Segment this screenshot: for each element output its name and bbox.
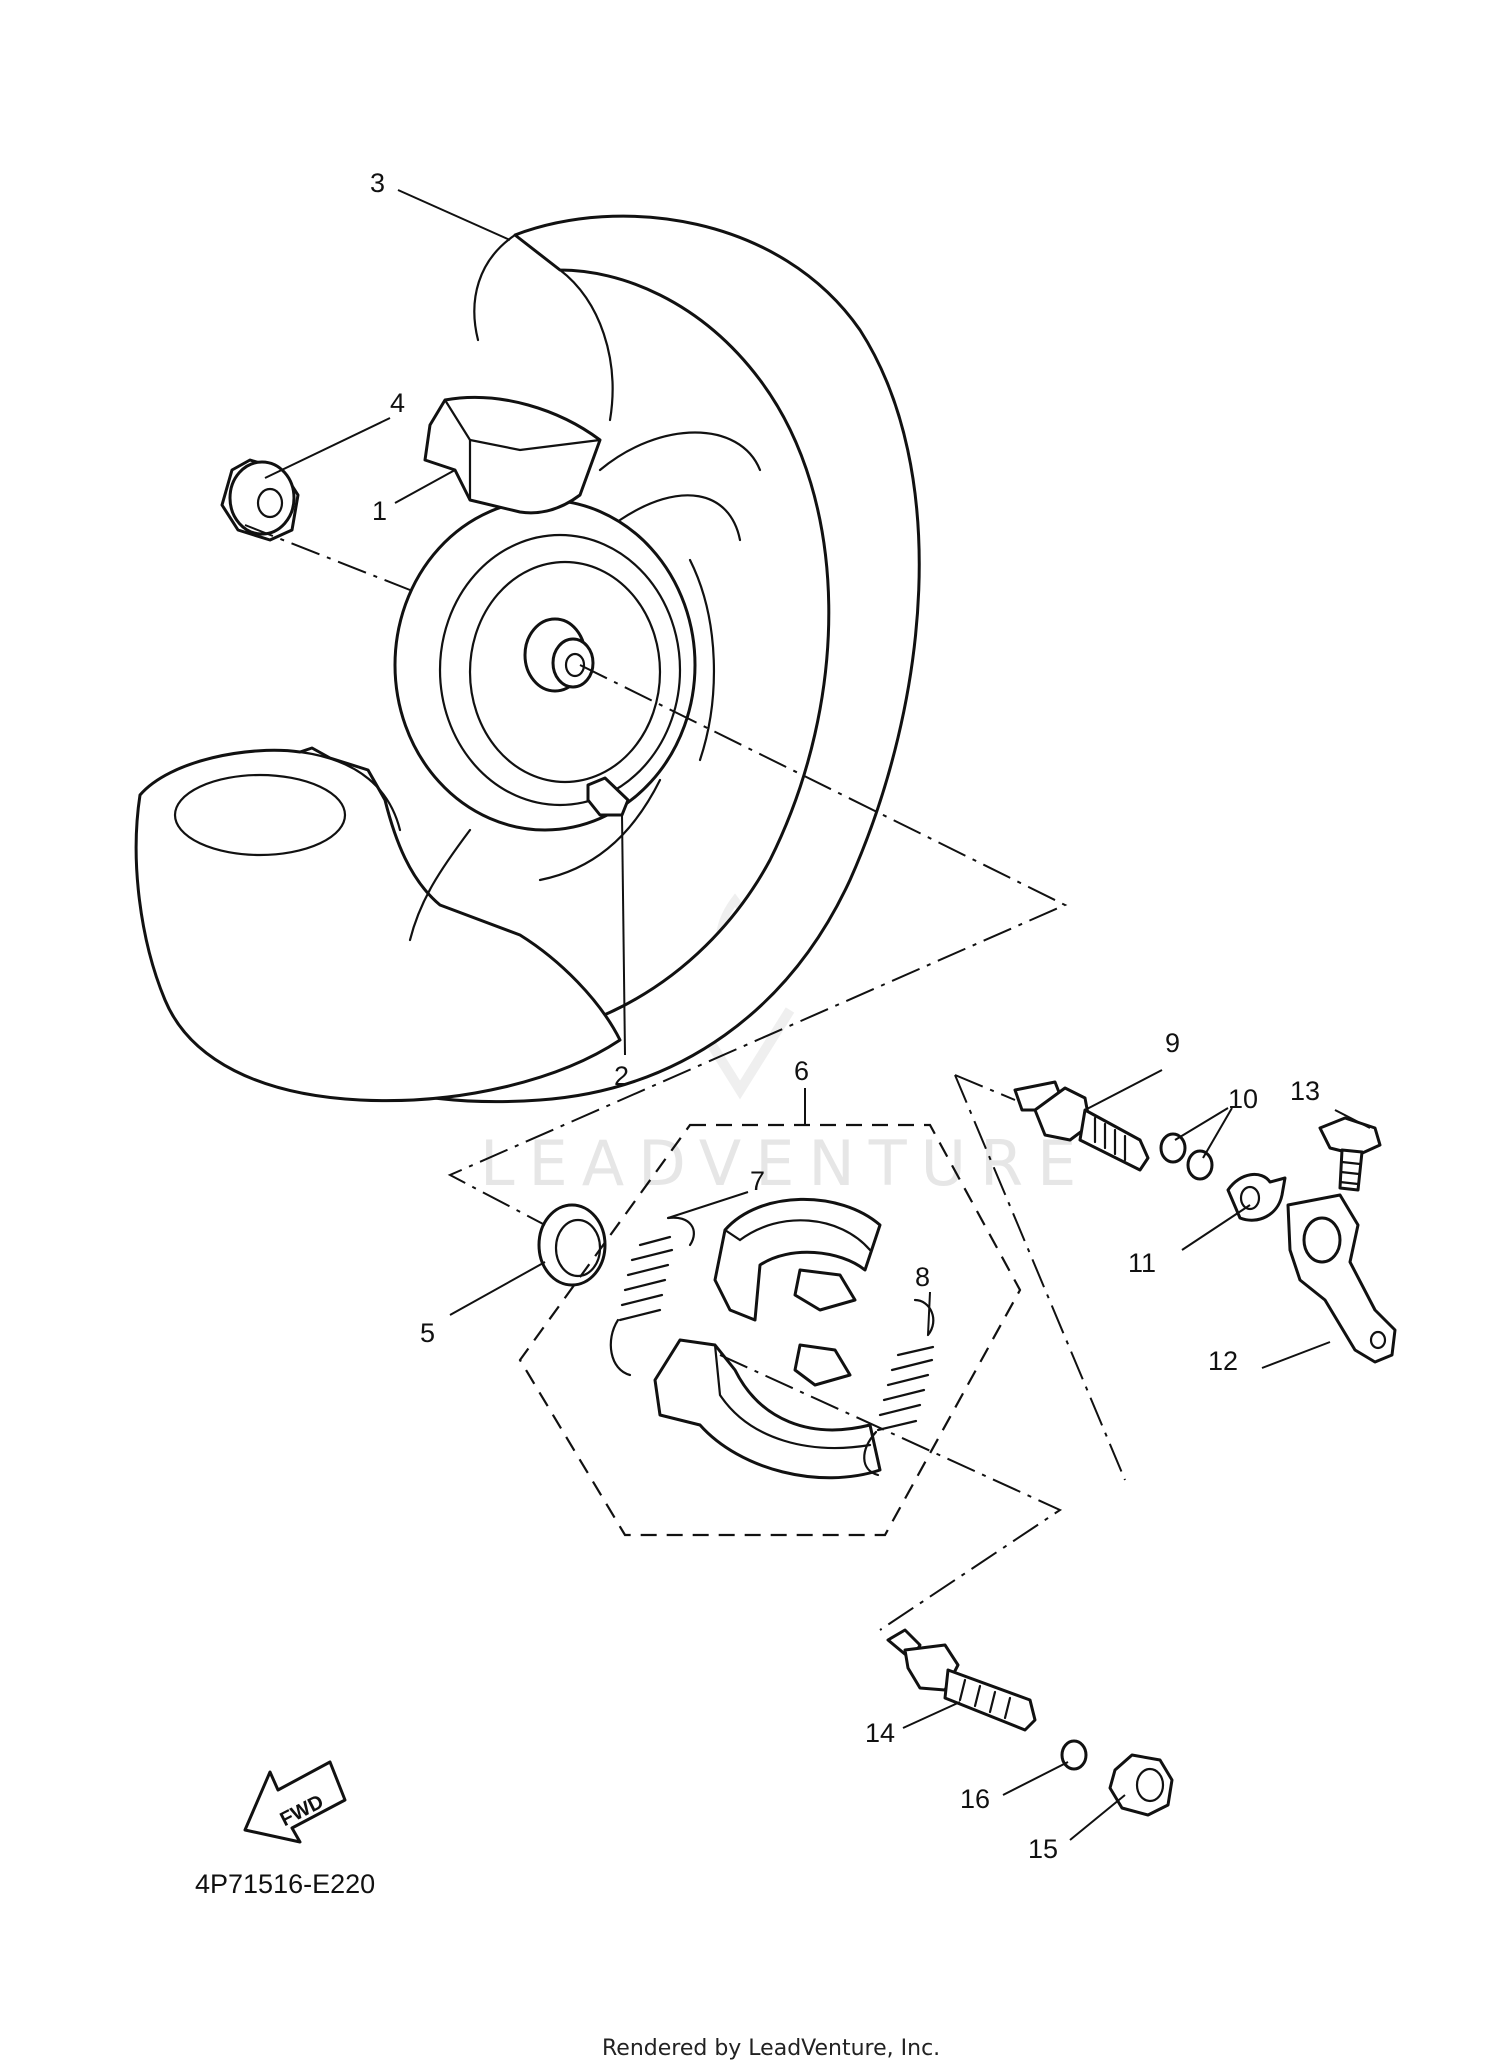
callout-15: 15 (1028, 1834, 1058, 1864)
footer-credit: Rendered by LeadVenture, Inc. (602, 2036, 940, 2061)
part-wheel-rim (393, 431, 762, 942)
callout-8: 8 (915, 1262, 930, 1292)
part-brake-shoes (653, 1197, 882, 1480)
part-spring-left (609, 1216, 695, 1377)
callout-16: 16 (960, 1784, 990, 1814)
part-oil-seal (537, 1203, 607, 1287)
part-indicator-plate (1226, 1173, 1287, 1222)
callout-1: 1 (372, 496, 387, 526)
callout-14: 14 (865, 1718, 895, 1748)
part-axle-nut (1108, 1753, 1174, 1817)
part-washer (1060, 1739, 1088, 1771)
diagram-code: 4P71516-E220 (195, 1869, 375, 1899)
callout-10: 10 (1228, 1084, 1258, 1114)
callout-7: 7 (750, 1166, 765, 1196)
callout-3: 3 (370, 168, 385, 198)
part-o-rings (1159, 1132, 1214, 1181)
part-spring-right (863, 1298, 935, 1477)
assembly-lines (244, 524, 1126, 1631)
callout-6: 6 (794, 1056, 809, 1086)
part-nut (220, 458, 300, 542)
callout-2: 2 (614, 1061, 629, 1091)
callout-4: 4 (390, 388, 405, 418)
callout-13: 13 (1290, 1076, 1320, 1106)
leader-lines (264, 189, 1371, 1841)
callout-5: 5 (420, 1318, 435, 1348)
callout-labels: 3 1 4 2 5 6 7 8 9 10 11 12 13 14 16 15 (370, 168, 1320, 1864)
callout-11: 11 (1128, 1248, 1156, 1278)
part-camshaft (1013, 1080, 1150, 1172)
part-shaft (886, 1628, 1037, 1732)
part-rim-band (423, 395, 602, 515)
part-tire-section (134, 746, 622, 1103)
watermark-text: LEADVENTURE (480, 1127, 1090, 1200)
part-brake-cam-lever (1286, 1193, 1397, 1364)
callout-9: 9 (1165, 1028, 1180, 1058)
callout-12: 12 (1208, 1346, 1238, 1376)
brake-shoe-kit-outline (518, 1123, 1022, 1537)
part-bolt (1318, 1116, 1382, 1192)
fwd-arrow-icon: FWD (243, 1760, 347, 1844)
